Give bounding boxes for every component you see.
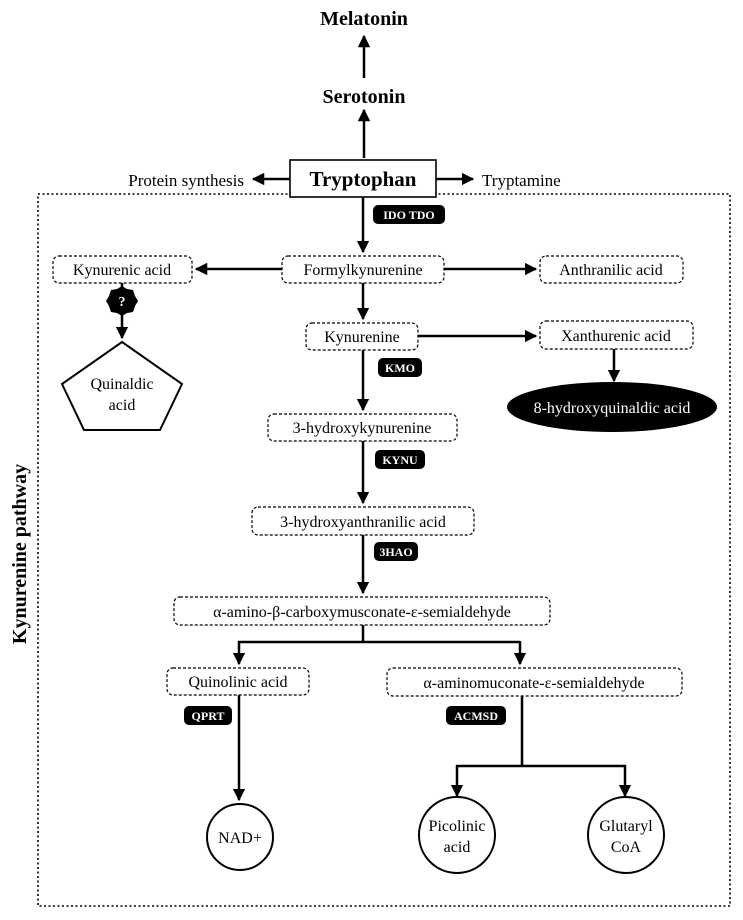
nad-circle (206, 803, 274, 871)
nad-label: NAD+ (218, 830, 262, 847)
protein-synthesis-label: Protein synthesis (128, 171, 244, 190)
unknown-enzyme-badge (106, 286, 138, 316)
enzyme-badge-3hao (374, 542, 418, 561)
kynurenic-acid-box (52, 255, 193, 284)
picolinic-acid-label-line1: Picolinic (429, 818, 486, 835)
hydroxykynurenine-box (267, 413, 458, 442)
tryptophan-label: Tryptophan (310, 167, 417, 191)
enzyme-3hao-label: 3HAO (379, 545, 412, 559)
xanthurenic-acid-label: Xanthurenic acid (561, 328, 671, 345)
anthranilic-acid-box (539, 255, 684, 284)
quinolinic-acid-box (166, 667, 310, 696)
formylkynurenine-label: Formylkynurenine (303, 262, 422, 279)
hydroxyanthranilic-acid-box (251, 506, 475, 536)
glutaryl-coa-label-line1: Glutaryl (599, 818, 653, 835)
hydroxyquinaldic-acid-label: 8-hydroxyquinaldic acid (534, 400, 691, 417)
enzyme-badge-kynu (375, 450, 425, 469)
enzyme-badge-acmsd (446, 706, 506, 725)
enzyme-ido-tdo-label: IDO TDO (383, 208, 434, 222)
enzyme-badge-ido-tdo (373, 205, 445, 224)
enzyme-badge-qprt (184, 706, 232, 725)
hydroxykynurenine-label: 3-hydroxykynurenine (293, 420, 432, 437)
melatonin-label: Melatonin (320, 8, 408, 30)
hydroxyanthranilic-acid-label: 3-hydroxyanthranilic acid (280, 514, 446, 531)
xanthurenic-acid-box (539, 320, 694, 350)
quinaldic-acid-pentagon (60, 340, 184, 431)
unknown-enzyme-label: ? (119, 295, 126, 310)
anthranilic-acid-label: Anthranilic acid (559, 262, 663, 279)
enzyme-kynu-label: KYNU (382, 453, 418, 467)
glutaryl-coa-label-line2: CoA (611, 839, 642, 856)
enzyme-qprt-label: QPRT (192, 709, 225, 723)
enzyme-kmo-label: KMO (385, 361, 415, 375)
hydroxyquinaldic-acid-ellipse (507, 382, 717, 432)
quinaldic-acid-label-line2: acid (109, 397, 136, 414)
enzyme-acmsd-label: ACMSD (454, 709, 498, 723)
ams-label: α-aminomuconate-ε-semialdehyde (423, 675, 644, 692)
glutaryl-coa-circle (587, 796, 665, 874)
serotonin-label: Serotonin (323, 86, 406, 108)
enzyme-badge-kmo (378, 358, 422, 377)
picolinic-acid-circle (418, 796, 496, 874)
kynurenic-acid-label: Kynurenic acid (73, 262, 171, 279)
kynurenine-label: Kynurenine (324, 329, 400, 346)
tryptamine-label: Tryptamine (482, 171, 561, 190)
acms-label: α-amino-β-carboxymusconate-ε-semialdehyd… (213, 604, 511, 621)
ams-box (386, 667, 683, 697)
picolinic-acid-label-line2: acid (444, 839, 471, 856)
pathway-label: Kynurenine pathway (9, 464, 31, 644)
quinolinic-acid-label: Quinolinic acid (188, 674, 287, 691)
quinaldic-acid-label-line1: Quinaldic (90, 376, 153, 393)
